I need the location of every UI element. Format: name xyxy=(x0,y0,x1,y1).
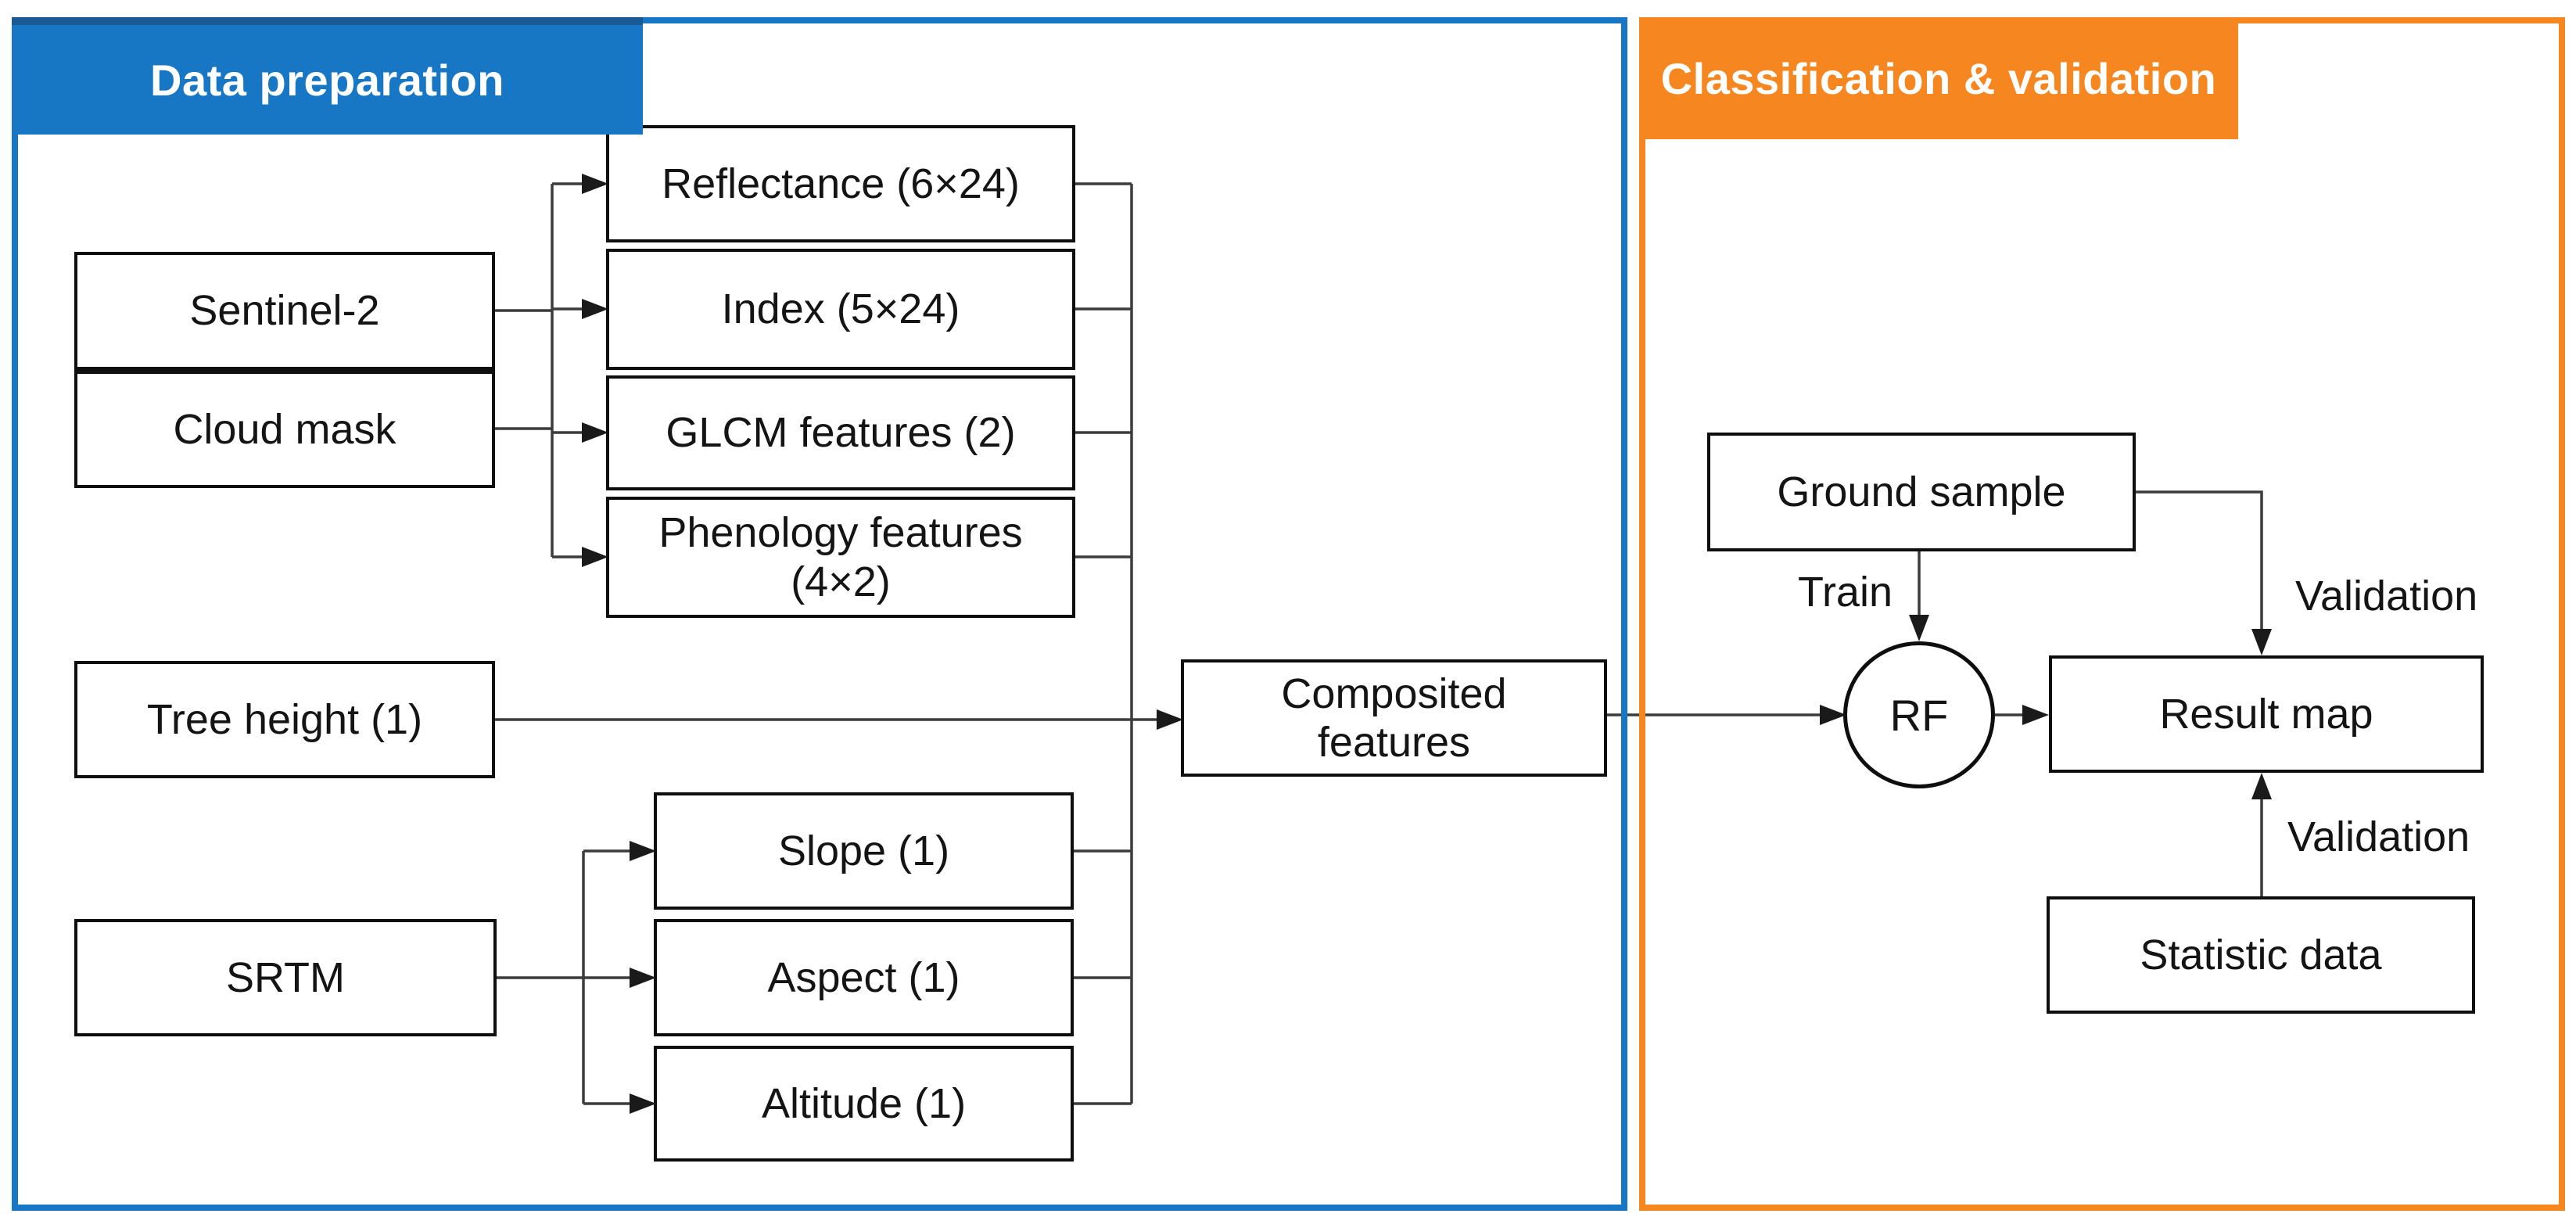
edge-label-train: Train xyxy=(1797,569,1893,616)
node-phenology: Phenology features (4×2) xyxy=(606,497,1075,618)
node-glcm: GLCM features (2) xyxy=(606,375,1075,490)
header-data-preparation: Data preparation xyxy=(12,17,643,135)
node-srtm: SRTM xyxy=(74,919,497,1036)
node-reflectance: Reflectance (6×24) xyxy=(606,125,1075,242)
stack-divider xyxy=(77,366,492,374)
node-tree-height: Tree height (1) xyxy=(74,661,495,778)
node-cloud-mask: Cloud mask xyxy=(173,405,396,453)
node-ground-sample: Ground sample xyxy=(1707,433,2136,551)
node-rf-classifier: RF xyxy=(1843,641,1995,788)
node-composited-label: Composited features xyxy=(1281,670,1507,766)
node-altitude: Altitude (1) xyxy=(654,1046,1074,1162)
node-index: Index (5×24) xyxy=(606,249,1075,370)
node-composited-features: Composited features xyxy=(1181,659,1607,777)
node-result-map: Result map xyxy=(2049,655,2484,773)
node-aspect: Aspect (1) xyxy=(654,919,1074,1036)
edge-label-validation-top: Validation xyxy=(2295,573,2478,619)
node-statistic-data: Statistic data xyxy=(2047,896,2475,1014)
node-phenology-label: Phenology features (4×2) xyxy=(658,509,1023,605)
node-slope: Slope (1) xyxy=(654,792,1074,910)
header-classification-validation: Classification & validation xyxy=(1639,17,2238,139)
edge-label-validation-bottom: Validation xyxy=(2287,813,2470,860)
node-sentinel2: Sentinel-2 xyxy=(189,287,380,335)
node-sentinel-cloud-stack: Sentinel-2 Cloud mask xyxy=(74,252,495,488)
